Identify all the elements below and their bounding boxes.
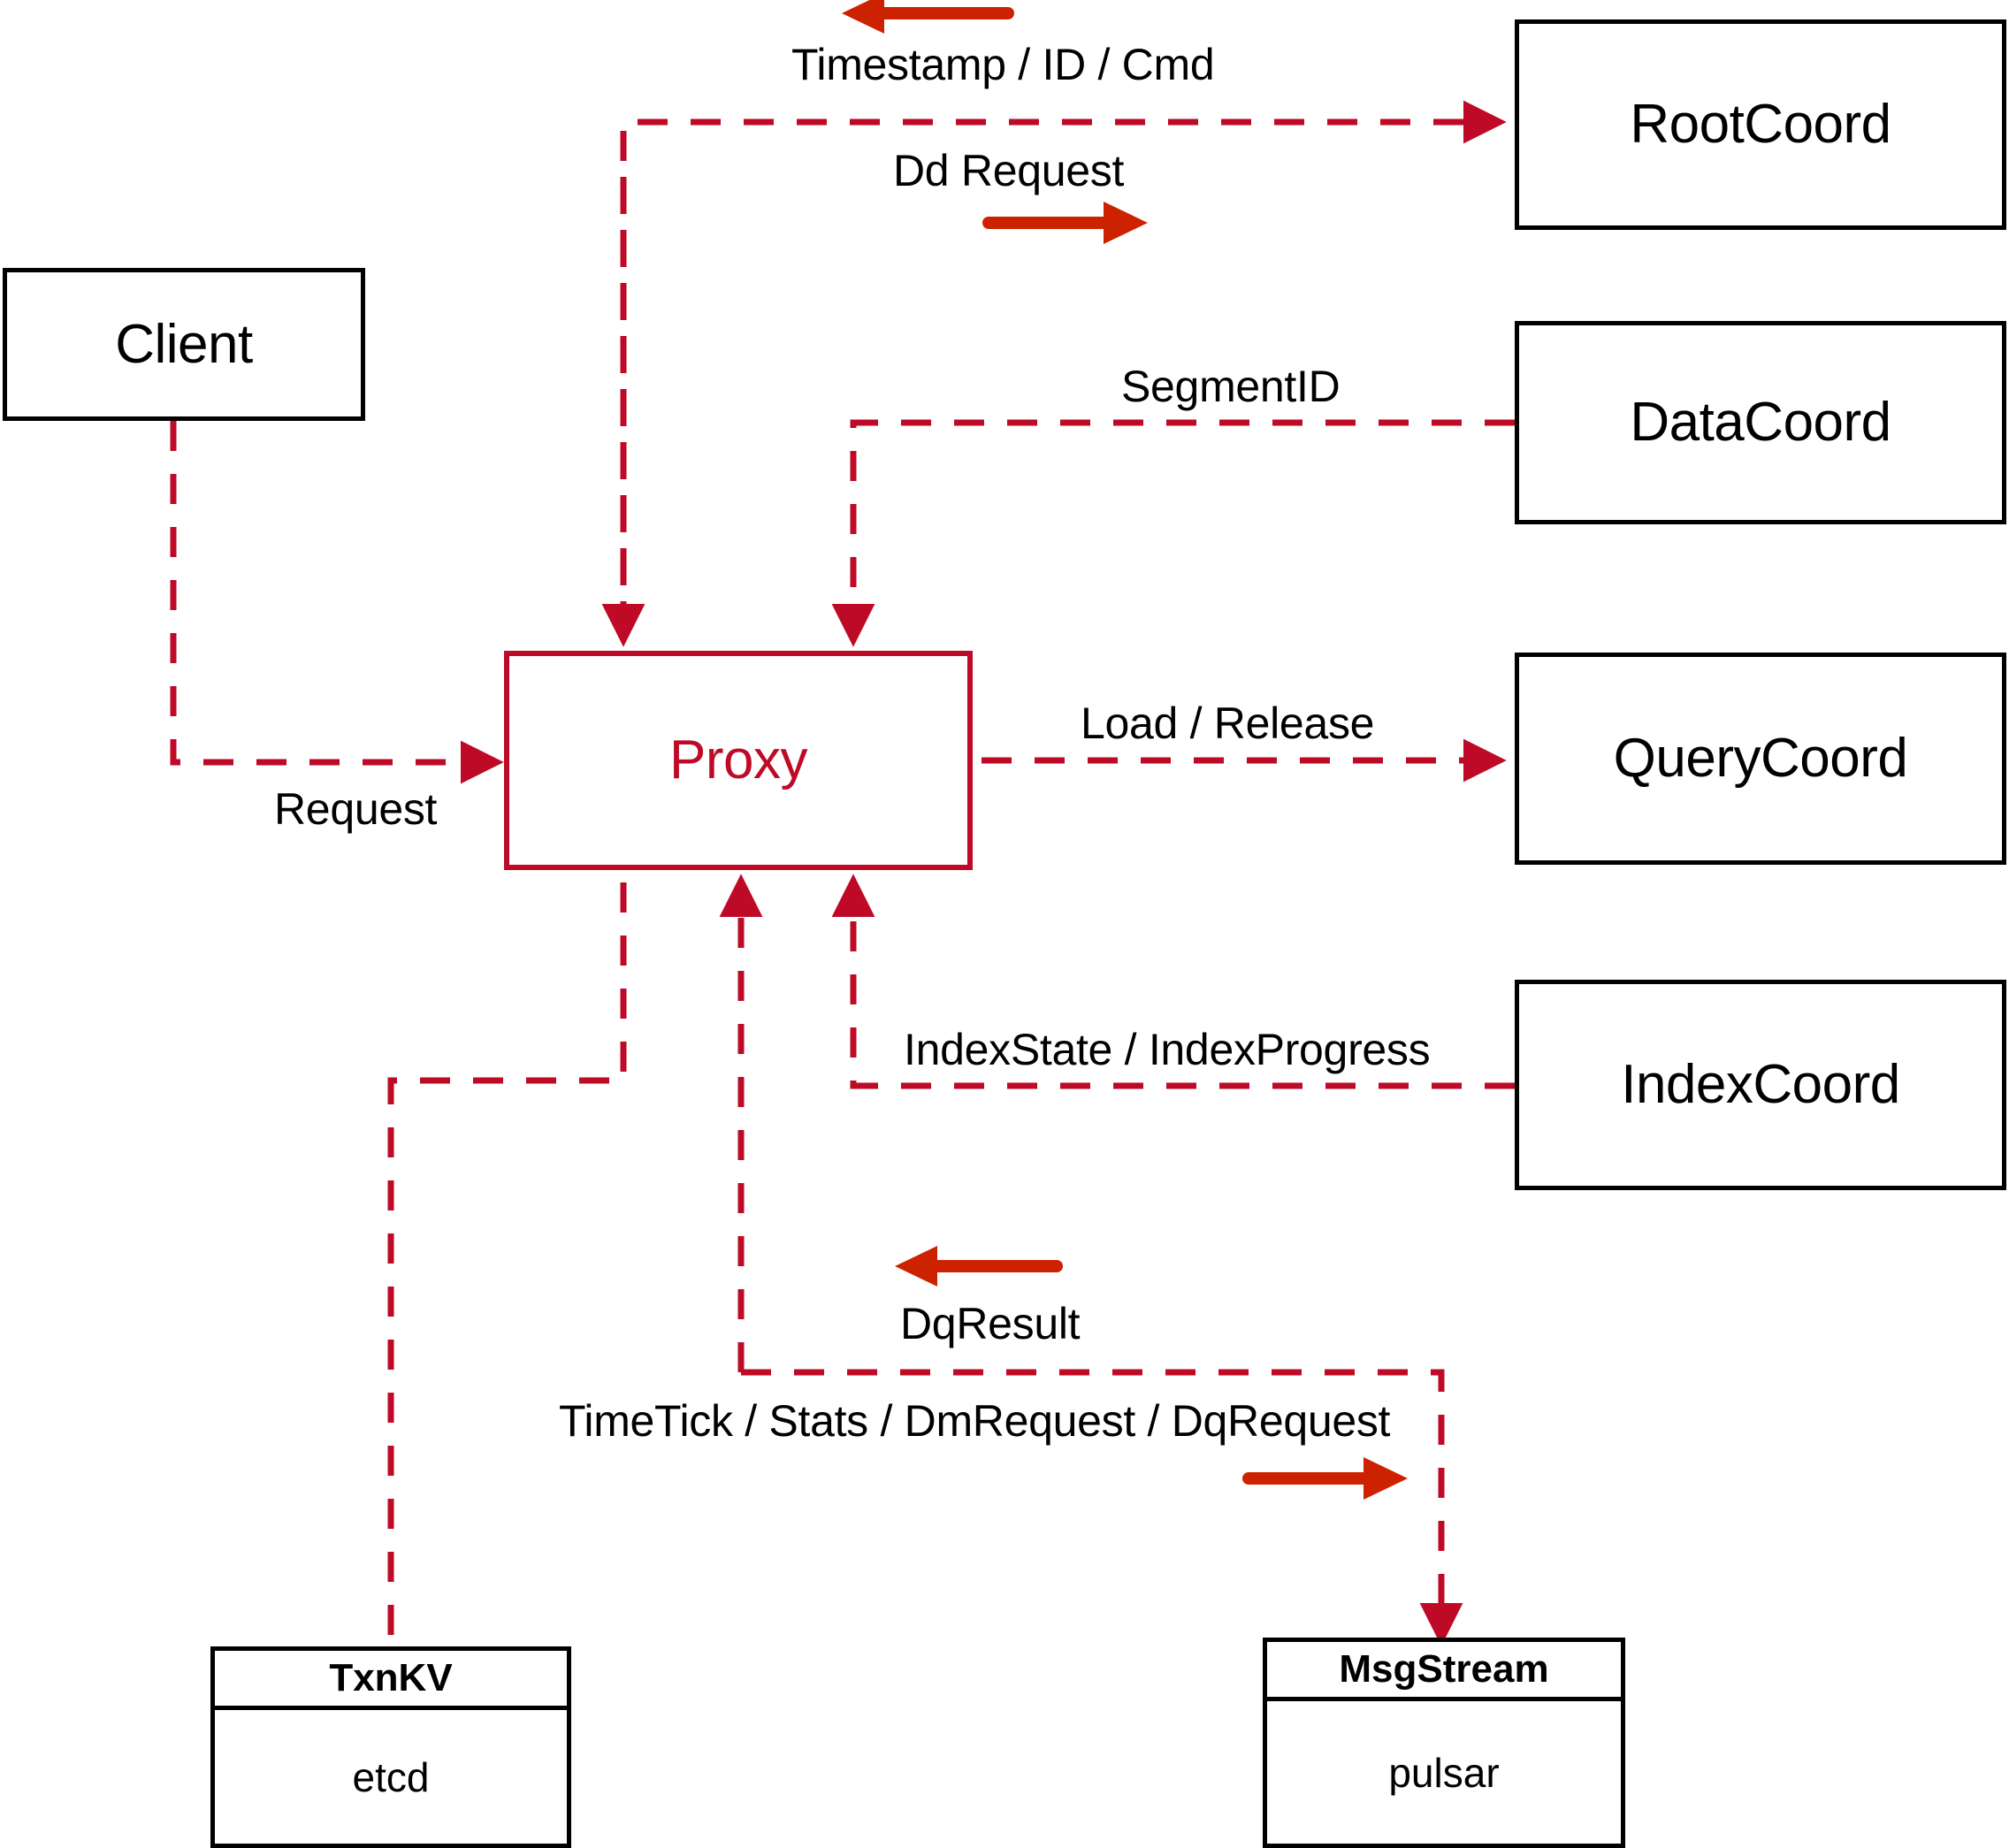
direction-arrow-timestamp [842, 0, 1014, 34]
node-indexcoord[interactable]: IndexCoord [1515, 980, 2006, 1190]
edge-label-segment-id: SegmentID [1121, 362, 1341, 411]
direction-arrow-dd-request [982, 202, 1148, 244]
edge-label-load-release: Load / Release [1081, 699, 1375, 748]
node-txnkv[interactable]: TxnKV etcd [210, 1646, 571, 1848]
edge-label-dd-request: Dd Request [893, 146, 1125, 195]
node-txnkv-header: TxnKV [215, 1651, 567, 1710]
node-querycoord[interactable]: QueryCoord [1515, 653, 2006, 865]
wire-proxy-txnkv [387, 882, 627, 1650]
edge-label-index-state-progress: IndexState / IndexProgress [904, 1025, 1431, 1074]
edge-label-request: Request [274, 784, 438, 834]
node-msgstream[interactable]: MsgStream pulsar [1263, 1638, 1625, 1848]
node-proxy-label: Proxy [669, 729, 807, 790]
node-rootcoord-label: RootCoord [1630, 94, 1891, 155]
wire-client-proxy [170, 421, 504, 784]
node-msgstream-body: pulsar [1267, 1701, 1621, 1844]
edge-label-timetick-stats: TimeTick / Stats / DmRequest / DqRequest [559, 1396, 1391, 1446]
node-txnkv-title: TxnKV [329, 1656, 453, 1699]
node-msgstream-impl: pulsar [1388, 1749, 1500, 1796]
edge-label-dq-result: DqResult [900, 1299, 1081, 1348]
node-client[interactable]: Client [3, 268, 365, 421]
node-txnkv-impl: etcd [352, 1753, 430, 1800]
wire-proxy-rootcoord [620, 100, 1507, 638]
node-msgstream-title: MsgStream [1339, 1647, 1549, 1691]
node-client-label: Client [115, 313, 253, 375]
edge-label-timestamp-id-cmd: Timestamp / ID / Cmd [791, 40, 1215, 89]
direction-arrow-timetick [1242, 1457, 1408, 1500]
node-indexcoord-label: IndexCoord [1621, 1054, 1900, 1115]
wire-datacoord-proxy [831, 419, 1515, 647]
node-querycoord-label: QueryCoord [1613, 728, 1908, 789]
direction-arrow-dqresult [895, 1246, 1063, 1287]
node-datacoord-label: DataCoord [1630, 392, 1891, 453]
node-datacoord[interactable]: DataCoord [1515, 321, 2006, 524]
node-proxy[interactable]: Proxy [504, 651, 973, 870]
node-rootcoord[interactable]: RootCoord [1515, 19, 2006, 230]
node-txnkv-body: etcd [215, 1710, 567, 1844]
node-msgstream-header: MsgStream [1267, 1642, 1621, 1701]
